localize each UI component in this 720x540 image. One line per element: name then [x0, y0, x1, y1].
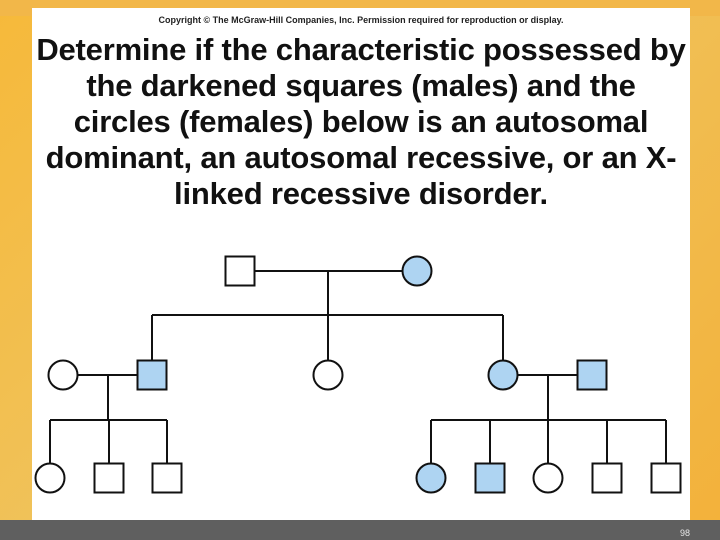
gen1-female-2-affected	[401, 255, 433, 287]
gen3-right-female-3-unaffected	[532, 462, 564, 494]
gen3-left-male-3-unaffected	[151, 462, 183, 494]
gen2-female-1-unaffected	[47, 359, 79, 391]
footer-bar	[0, 520, 720, 540]
slide-canvas: Copyright © The McGraw-Hill Companies, I…	[32, 8, 690, 520]
gen1-male-1-unaffected	[224, 255, 256, 287]
gen2-female-3-unaffected	[312, 359, 344, 391]
gen3-right-male-4-unaffected	[591, 462, 623, 494]
copyright-notice: Copyright © The McGraw-Hill Companies, I…	[158, 15, 564, 25]
gen3-right-female-1-affected	[415, 462, 447, 494]
gen2-male-5-affected	[576, 359, 608, 391]
gen3-right-male-5-unaffected	[650, 462, 682, 494]
gen2-male-2-affected	[136, 359, 168, 391]
gen3-left-male-2-unaffected	[93, 462, 125, 494]
gen2-female-4-affected	[487, 359, 519, 391]
page-number: 98	[679, 528, 690, 538]
gen3-right-male-2-affected	[474, 462, 506, 494]
question-text: Determine if the characteristic possesse…	[36, 32, 686, 211]
gen3-left-female-1-unaffected	[34, 462, 66, 494]
